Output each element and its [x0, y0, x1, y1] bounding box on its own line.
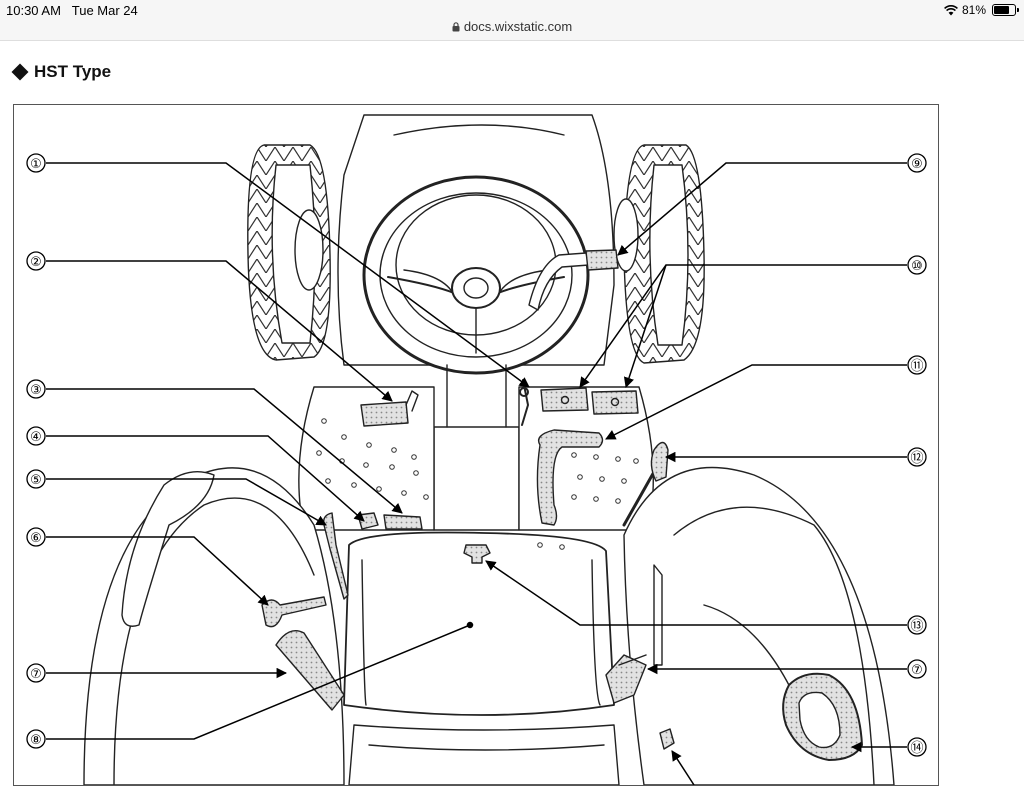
callout-10: ⑩	[907, 255, 927, 275]
pedal-reverse	[591, 390, 639, 415]
leader-5	[46, 478, 327, 526]
leader-6	[46, 536, 269, 606]
steering-column	[433, 426, 520, 531]
callout-4-label: ④	[30, 430, 42, 445]
callout-14: ⑭	[907, 737, 927, 757]
section-heading: HST Type	[11, 62, 112, 82]
callout-13: ⑬	[907, 615, 927, 635]
callout-12-label: ⑫	[910, 451, 923, 466]
callout-8: ⑧	[26, 729, 46, 749]
seat-belt-right	[605, 654, 647, 704]
callout-2: ②	[26, 251, 46, 271]
battery-icon	[992, 4, 1019, 16]
lock-icon	[452, 22, 460, 32]
callout-12: ⑫	[907, 447, 927, 467]
tractor-drawing	[83, 114, 895, 785]
callout-5: ⑤	[26, 469, 46, 489]
date-text: Tue Mar 24	[71, 3, 138, 18]
callout-7-left-label: ⑦	[30, 667, 42, 682]
leader-2	[46, 260, 393, 402]
callout-5-label: ⑤	[30, 473, 42, 488]
leader-10b	[623, 264, 667, 388]
callout-9: ⑨	[907, 153, 927, 173]
callout-8-label: ⑧	[30, 733, 42, 748]
callout-9-label: ⑨	[911, 157, 923, 172]
callout-1: ①	[26, 153, 46, 173]
status-bar: 10:30 AM Tue Mar 24 81% docs.wixstatic.c…	[0, 0, 1024, 41]
leader-11	[605, 364, 907, 440]
leader-8	[46, 624, 471, 740]
diagram-frame: ① ② ③ ④ ⑤ ⑥ ⑦ ⑧ ⑨ ⑩ ⑪ ⑫ ⑬ ⑦ ⑭	[13, 104, 939, 786]
callout-11-label: ⑪	[910, 359, 923, 374]
steering-wheel	[362, 175, 590, 375]
range-lever	[261, 596, 327, 628]
callout-14-label: ⑭	[910, 741, 923, 756]
parking-lever	[383, 514, 423, 530]
url-text: docs.wixstatic.com	[463, 19, 573, 34]
leader-4	[46, 435, 365, 522]
address-bar[interactable]: docs.wixstatic.com	[0, 19, 1024, 34]
battery-percent: 81%	[961, 3, 986, 17]
leader-lines	[46, 162, 907, 785]
callout-3: ③	[26, 379, 46, 399]
callout-10-label: ⑩	[911, 259, 923, 274]
callout-2-label: ②	[30, 255, 42, 270]
leader-13	[485, 560, 907, 626]
fuel-cap	[463, 544, 491, 564]
rops-knob	[659, 728, 675, 750]
status-time: 10:30 AM Tue Mar 24	[6, 3, 138, 18]
diamond-bullet-icon	[11, 63, 29, 81]
leader-3	[46, 388, 403, 514]
operator-seat	[343, 531, 620, 785]
callout-7-right-label: ⑦	[911, 663, 923, 678]
grip-bar	[536, 429, 604, 526]
callout-11: ⑪	[907, 355, 927, 375]
callout-4: ④	[26, 426, 46, 446]
pedal-forward	[540, 387, 589, 412]
callout-6: ⑥	[26, 527, 46, 547]
wifi-icon	[944, 4, 958, 15]
callout-markers: ① ② ③ ④ ⑤ ⑥ ⑦ ⑧ ⑨ ⑩ ⑪ ⑫ ⑬ ⑦ ⑭	[26, 153, 927, 757]
time-text: 10:30 AM	[6, 3, 61, 18]
tractor-operator-diagram: ① ② ③ ④ ⑤ ⑥ ⑦ ⑧ ⑨ ⑩ ⑪ ⑫ ⑬ ⑦ ⑭	[26, 114, 927, 785]
seat-belt-left	[275, 630, 345, 711]
callout-7-right: ⑦	[907, 659, 927, 679]
brake-pedal	[360, 401, 409, 427]
battery-tip	[1017, 8, 1019, 12]
callout-13-label: ⑬	[910, 619, 923, 634]
front-left-tire	[247, 144, 331, 361]
section-title: HST Type	[34, 62, 112, 81]
front-right-tire	[613, 144, 705, 364]
leader-1	[46, 162, 530, 388]
callout-7-left: ⑦	[26, 663, 46, 683]
callout-6-label: ⑥	[30, 531, 42, 546]
left-fender	[83, 467, 345, 785]
leader-9	[617, 162, 907, 256]
callout-3-label: ③	[30, 383, 42, 398]
battery-level	[994, 6, 1009, 14]
status-indicators: 81%	[944, 3, 1019, 17]
deck-holes	[316, 418, 639, 550]
callout-1-label: ①	[30, 157, 42, 172]
